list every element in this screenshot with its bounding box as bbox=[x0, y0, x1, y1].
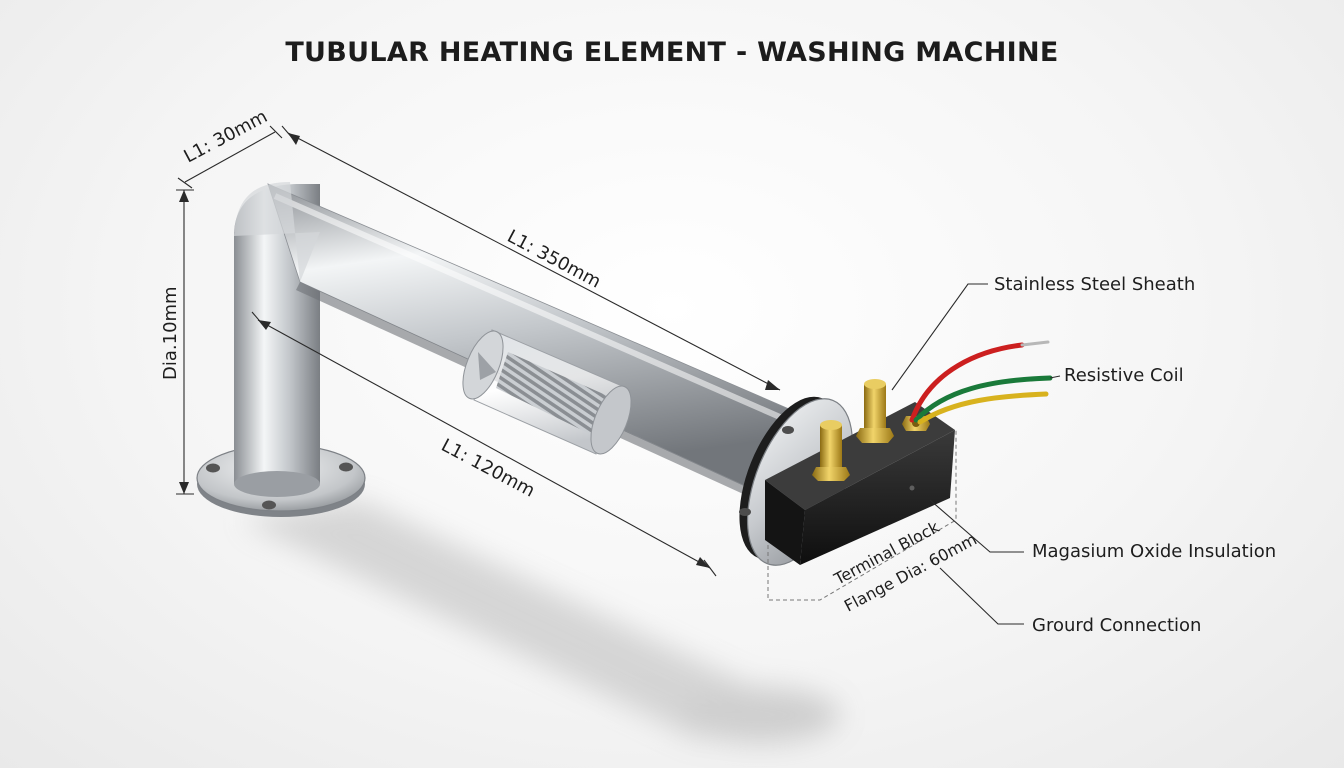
brass-terminals bbox=[812, 379, 930, 481]
callout-resistive-coil: Resistive Coil bbox=[1064, 365, 1184, 386]
cutaway-section bbox=[462, 329, 632, 455]
dimension-lines bbox=[176, 125, 781, 577]
callout-ground-connection: Grourd Connection bbox=[1032, 615, 1201, 636]
wires bbox=[909, 340, 1053, 425]
resistive-coil bbox=[496, 352, 608, 434]
floor-shadow bbox=[240, 500, 840, 743]
callout-magnesium-oxide-insulation: Magasium Oxide Insulation bbox=[1032, 541, 1276, 562]
dim-diameter: Dia.10mm bbox=[160, 286, 181, 380]
diagram-title: TUBULAR HEATING ELEMENT - WASHING MACHIN… bbox=[285, 37, 1058, 68]
dimension-arrowheads bbox=[179, 133, 780, 568]
dim-inner-length: L1: 120mm bbox=[438, 435, 539, 502]
bolt-hole-icon bbox=[206, 463, 220, 473]
bolt-hole-icon bbox=[739, 508, 751, 516]
callout-stainless-steel-sheath: Stainless Steel Sheath bbox=[994, 274, 1195, 295]
bolt-hole-icon bbox=[782, 426, 794, 434]
dim-vertical-length: L1: 30mm bbox=[180, 106, 270, 167]
dim-horizontal-length: L1: 350mm bbox=[504, 226, 605, 293]
bolt-hole-icon bbox=[339, 462, 353, 472]
callout-leaders bbox=[891, 283, 1061, 625]
bolt-hole-icon bbox=[262, 500, 276, 510]
